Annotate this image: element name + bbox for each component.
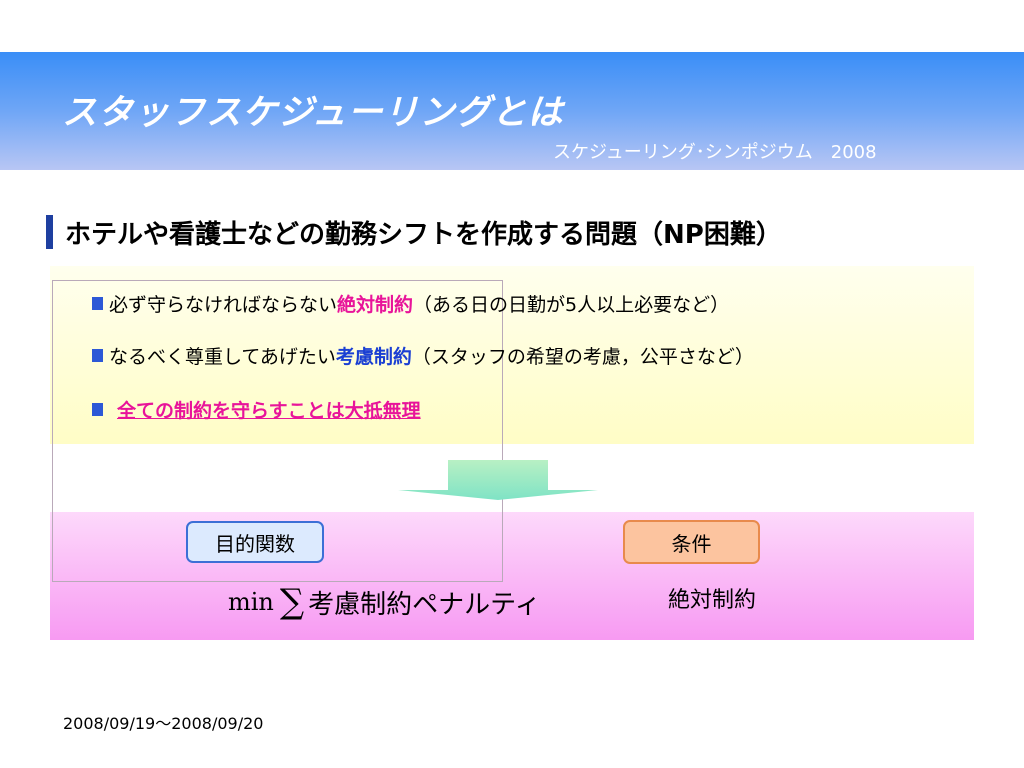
objective-function-label: 目的関数 xyxy=(186,521,324,563)
bullet-square-icon xyxy=(92,403,103,416)
slide-title: スタッフスケジューリングとは xyxy=(62,93,564,133)
sum-operator: ∑ xyxy=(279,582,305,622)
bullet-absolute-constraint: 必ず守らなければならない 絶対制約 （ある日の日勤が5人以上必要など） xyxy=(92,290,729,317)
embedded-object-frame xyxy=(52,280,503,582)
section-heading: ホテルや看護士などの勤務シフトを作成する問題（NP困難） xyxy=(46,214,782,250)
bullet-note: （スタッフの希望の考慮，公平さなど） xyxy=(411,346,754,368)
objective-formula: min ∑ 考慮制約ペナルティ xyxy=(228,582,541,622)
heading-bar-icon xyxy=(46,215,53,249)
min-operator: min xyxy=(228,588,274,616)
slide-subtitle: スケジューリング･シンポジウム 2008 xyxy=(553,142,877,163)
down-arrow-icon xyxy=(398,460,598,500)
title-banner xyxy=(0,52,1024,170)
bullet-square-icon xyxy=(92,349,103,362)
constraints-panel xyxy=(50,266,974,444)
soft-constraint-term: 考慮制約 xyxy=(335,346,412,368)
absolute-constraint-term: 絶対制約 xyxy=(337,294,414,316)
bullet-infeasible: 全ての制約を守らすことは大抵無理 xyxy=(92,396,421,423)
bullet-square-icon xyxy=(92,297,103,310)
infeasible-statement: 全ての制約を守らすことは大抵無理 xyxy=(117,400,421,422)
bullet-note: （ある日の日勤が5人以上必要など） xyxy=(413,294,730,316)
bullet-prefix: 必ず守らなければならない xyxy=(109,294,338,316)
heading-text: ホテルや看護士などの勤務シフトを作成する問題（NP困難） xyxy=(65,219,782,250)
bullet-soft-constraint: なるべく尊重してあげたい 考慮制約 （スタッフの希望の考慮，公平さなど） xyxy=(92,342,754,369)
conditions-value: 絶対制約 xyxy=(668,588,757,613)
event-date: 2008/09/19～2008/09/20 xyxy=(63,714,264,733)
bullet-prefix: なるべく尊重してあげたい xyxy=(109,346,336,368)
conditions-label: 条件 xyxy=(623,520,760,564)
penalty-term: 考慮制約ペナルティ xyxy=(308,589,541,620)
